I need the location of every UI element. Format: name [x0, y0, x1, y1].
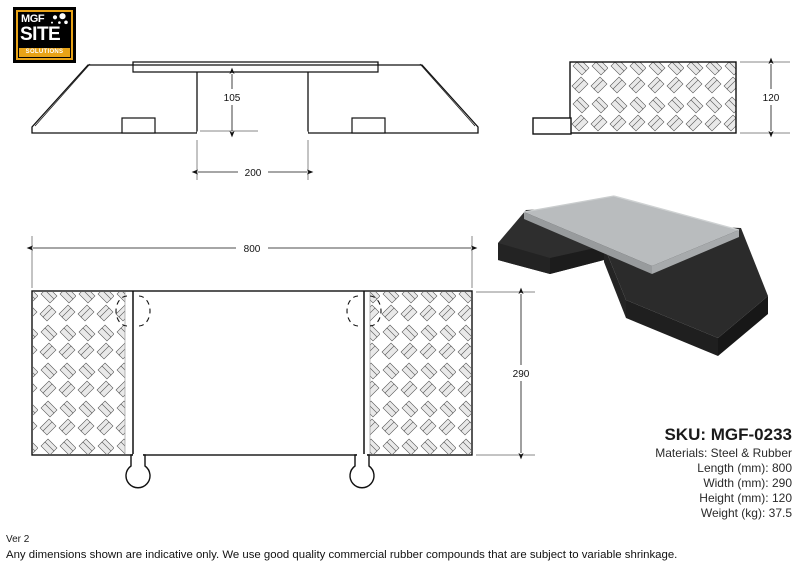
view-plan: 800 290: [26, 236, 537, 489]
logo-mgf-text: MGF: [21, 13, 45, 25]
dim-800-label: 800: [244, 244, 261, 255]
company-logo: MGF SITE SOLUTIONS: [13, 7, 76, 63]
disclaimer-text: Any dimensions shown are indicative only…: [6, 549, 678, 561]
product-spec-block: SKU: MGF-0233 Materials: Steel & Rubber …: [492, 424, 792, 521]
isometric-render: [498, 195, 768, 356]
logo-solutions-text: SOLUTIONS: [19, 48, 70, 57]
dim-120-label: 120: [763, 93, 780, 104]
length-label: Length (mm): 800: [697, 461, 792, 475]
version-label: Ver 2: [6, 534, 30, 545]
materials-label: Materials: Steel & Rubber: [655, 446, 792, 460]
view-end-elevation: 120: [532, 57, 790, 138]
width-label: Width (mm): 290: [703, 476, 792, 490]
weight-label: Weight (kg): 37.5: [700, 506, 792, 520]
height-label: Height (mm): 120: [699, 491, 792, 505]
view-cross-section: 105 200: [31, 61, 479, 180]
sku-label: SKU: MGF-0233: [664, 425, 792, 444]
logo-frame: MGF SITE SOLUTIONS: [16, 10, 73, 60]
logo-site-text: SITE: [20, 24, 61, 45]
dim-200-label: 200: [245, 168, 262, 179]
circle-dots-icon: [51, 13, 68, 25]
footer: Ver 2 Any dimensions shown are indicativ…: [6, 533, 796, 562]
dim-105-label: 105: [224, 93, 241, 104]
